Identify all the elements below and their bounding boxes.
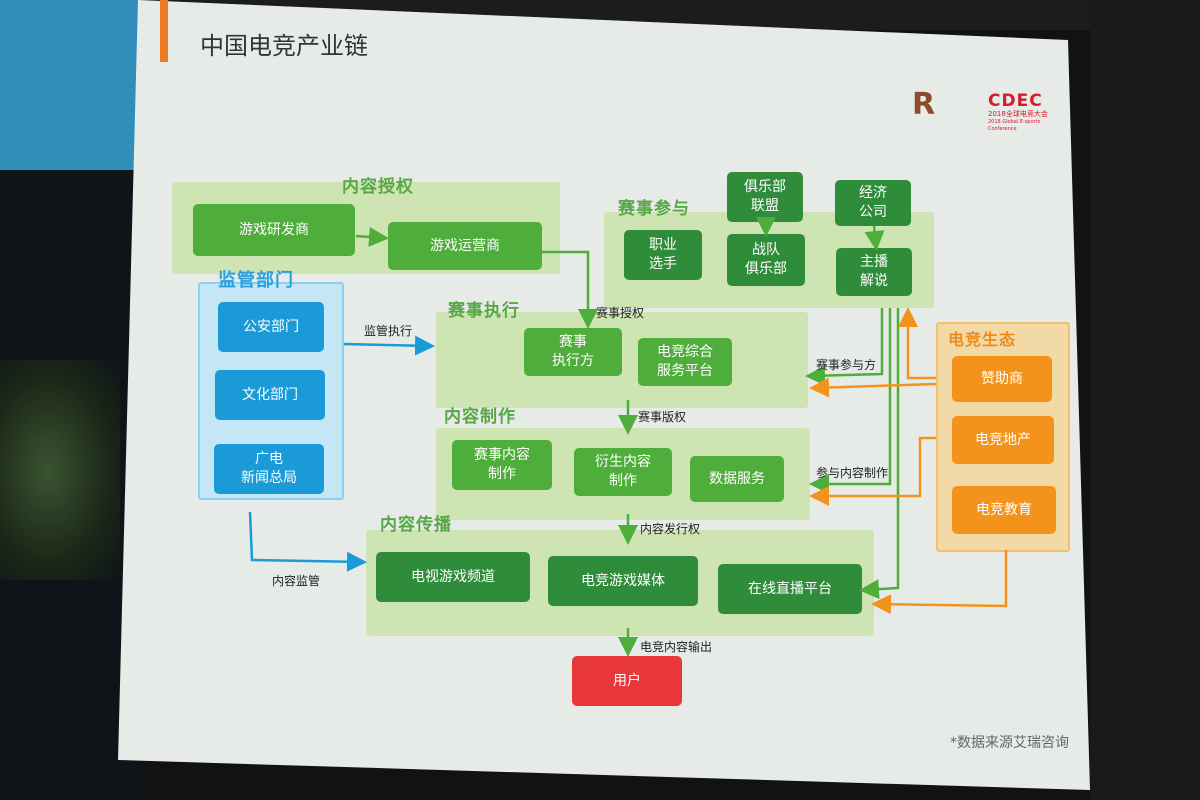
annotation-event-participant: 赛事参与方 <box>816 358 877 372</box>
arrow-regulate <box>343 335 435 356</box>
arrow-participant-live <box>859 308 900 600</box>
rng-logo: R <box>912 87 935 122</box>
node-user: 用户 <box>572 656 682 706</box>
arrow-license <box>542 250 598 329</box>
node-agency: 经济 公司 <box>835 180 911 226</box>
annotation-content-output: 电竞内容输出 <box>640 640 713 654</box>
node-club-league: 俱乐部 联盟 <box>727 172 803 222</box>
node-game-developer: 游戏研发商 <box>193 204 355 256</box>
cdec-logo: CDEC 2018全球电竞大会 2018 Global E-sports Con… <box>988 91 1068 132</box>
title-accent-bar <box>160 0 168 62</box>
label-content-production: 内容制作 <box>444 407 516 427</box>
label-event-participation: 赛事参与 <box>618 199 690 219</box>
node-team-club: 战队 俱乐部 <box>727 234 805 286</box>
node-event-content: 赛事内容 制作 <box>452 440 562 500</box>
cdec-logo-subtitle: 2018全球电竞大会 <box>988 110 1048 118</box>
arrow-agency-host <box>864 225 885 251</box>
side-screen <box>0 0 140 170</box>
arrow-eco-production <box>809 436 936 506</box>
label-regulators: 监管部门 <box>218 270 294 291</box>
node-event-executor: 赛事 执行方 <box>524 328 622 376</box>
panel-event-execution <box>436 312 808 408</box>
stage-left-background <box>0 0 140 800</box>
cdec-logo-text: CDEC <box>988 91 1043 111</box>
annotation-regulate-exec: 监管执行 <box>364 324 413 338</box>
node-data-service: 数据服务 <box>690 456 794 512</box>
node-pro-player: 职业 选手 <box>624 230 702 280</box>
node-public-security: 公安部门 <box>218 302 324 352</box>
slide-title: 中国电竞产业链 <box>200 32 368 60</box>
node-culture-dept: 文化部门 <box>215 370 325 420</box>
stage-right-background <box>1090 0 1200 800</box>
data-source-note: *数据来源艾瑞咨询 <box>950 735 1069 751</box>
node-game-operator: 游戏运营商 <box>388 222 542 270</box>
arrow-dev-operator <box>355 226 389 247</box>
label-ecosystem: 电竞生态 <box>948 330 1017 349</box>
cdec-logo-english: 2018 Global E-sports Conference <box>988 119 1041 132</box>
arrow-eco-participation <box>898 307 936 380</box>
annotation-content-supervision: 内容监管 <box>272 574 321 588</box>
arrow-supervision <box>248 511 367 572</box>
annotation-distribution-rights: 内容发行权 <box>640 522 701 536</box>
node-esports-education: 电竞教育 <box>952 486 1056 534</box>
annotation-participate-production: 参与内容制作 <box>816 466 889 480</box>
arrow-eco-execution <box>809 377 937 398</box>
arrow-participant-production <box>809 308 892 494</box>
node-esports-platform: 电竞综合 服务平台 <box>638 338 742 396</box>
decorative-plant <box>0 360 120 580</box>
arrow-participant-exec <box>805 308 884 386</box>
annotation-event-license: 赛事授权 <box>596 306 645 320</box>
label-event-execution: 赛事执行 <box>448 301 520 321</box>
arrow-eco-distribution <box>871 550 1008 615</box>
label-content-distribution: 内容传播 <box>380 515 452 535</box>
label-content-license: 内容授权 <box>342 177 414 197</box>
node-sponsor: 赞助商 <box>952 356 1052 402</box>
node-esports-media: 电竞游戏媒体 <box>548 556 698 606</box>
node-derivative-content: 衍生内容 制作 <box>574 448 682 506</box>
annotation-event-copyright: 赛事版权 <box>638 410 687 424</box>
node-esports-realestate: 电竞地产 <box>952 416 1054 464</box>
node-tv-channel: 电视游戏频道 <box>376 552 530 602</box>
node-broadcast-bureau: 广电 新闻总局 <box>214 444 324 494</box>
node-host-commentator: 主播 解说 <box>836 248 912 296</box>
node-live-platform: 在线直播平台 <box>718 564 862 614</box>
